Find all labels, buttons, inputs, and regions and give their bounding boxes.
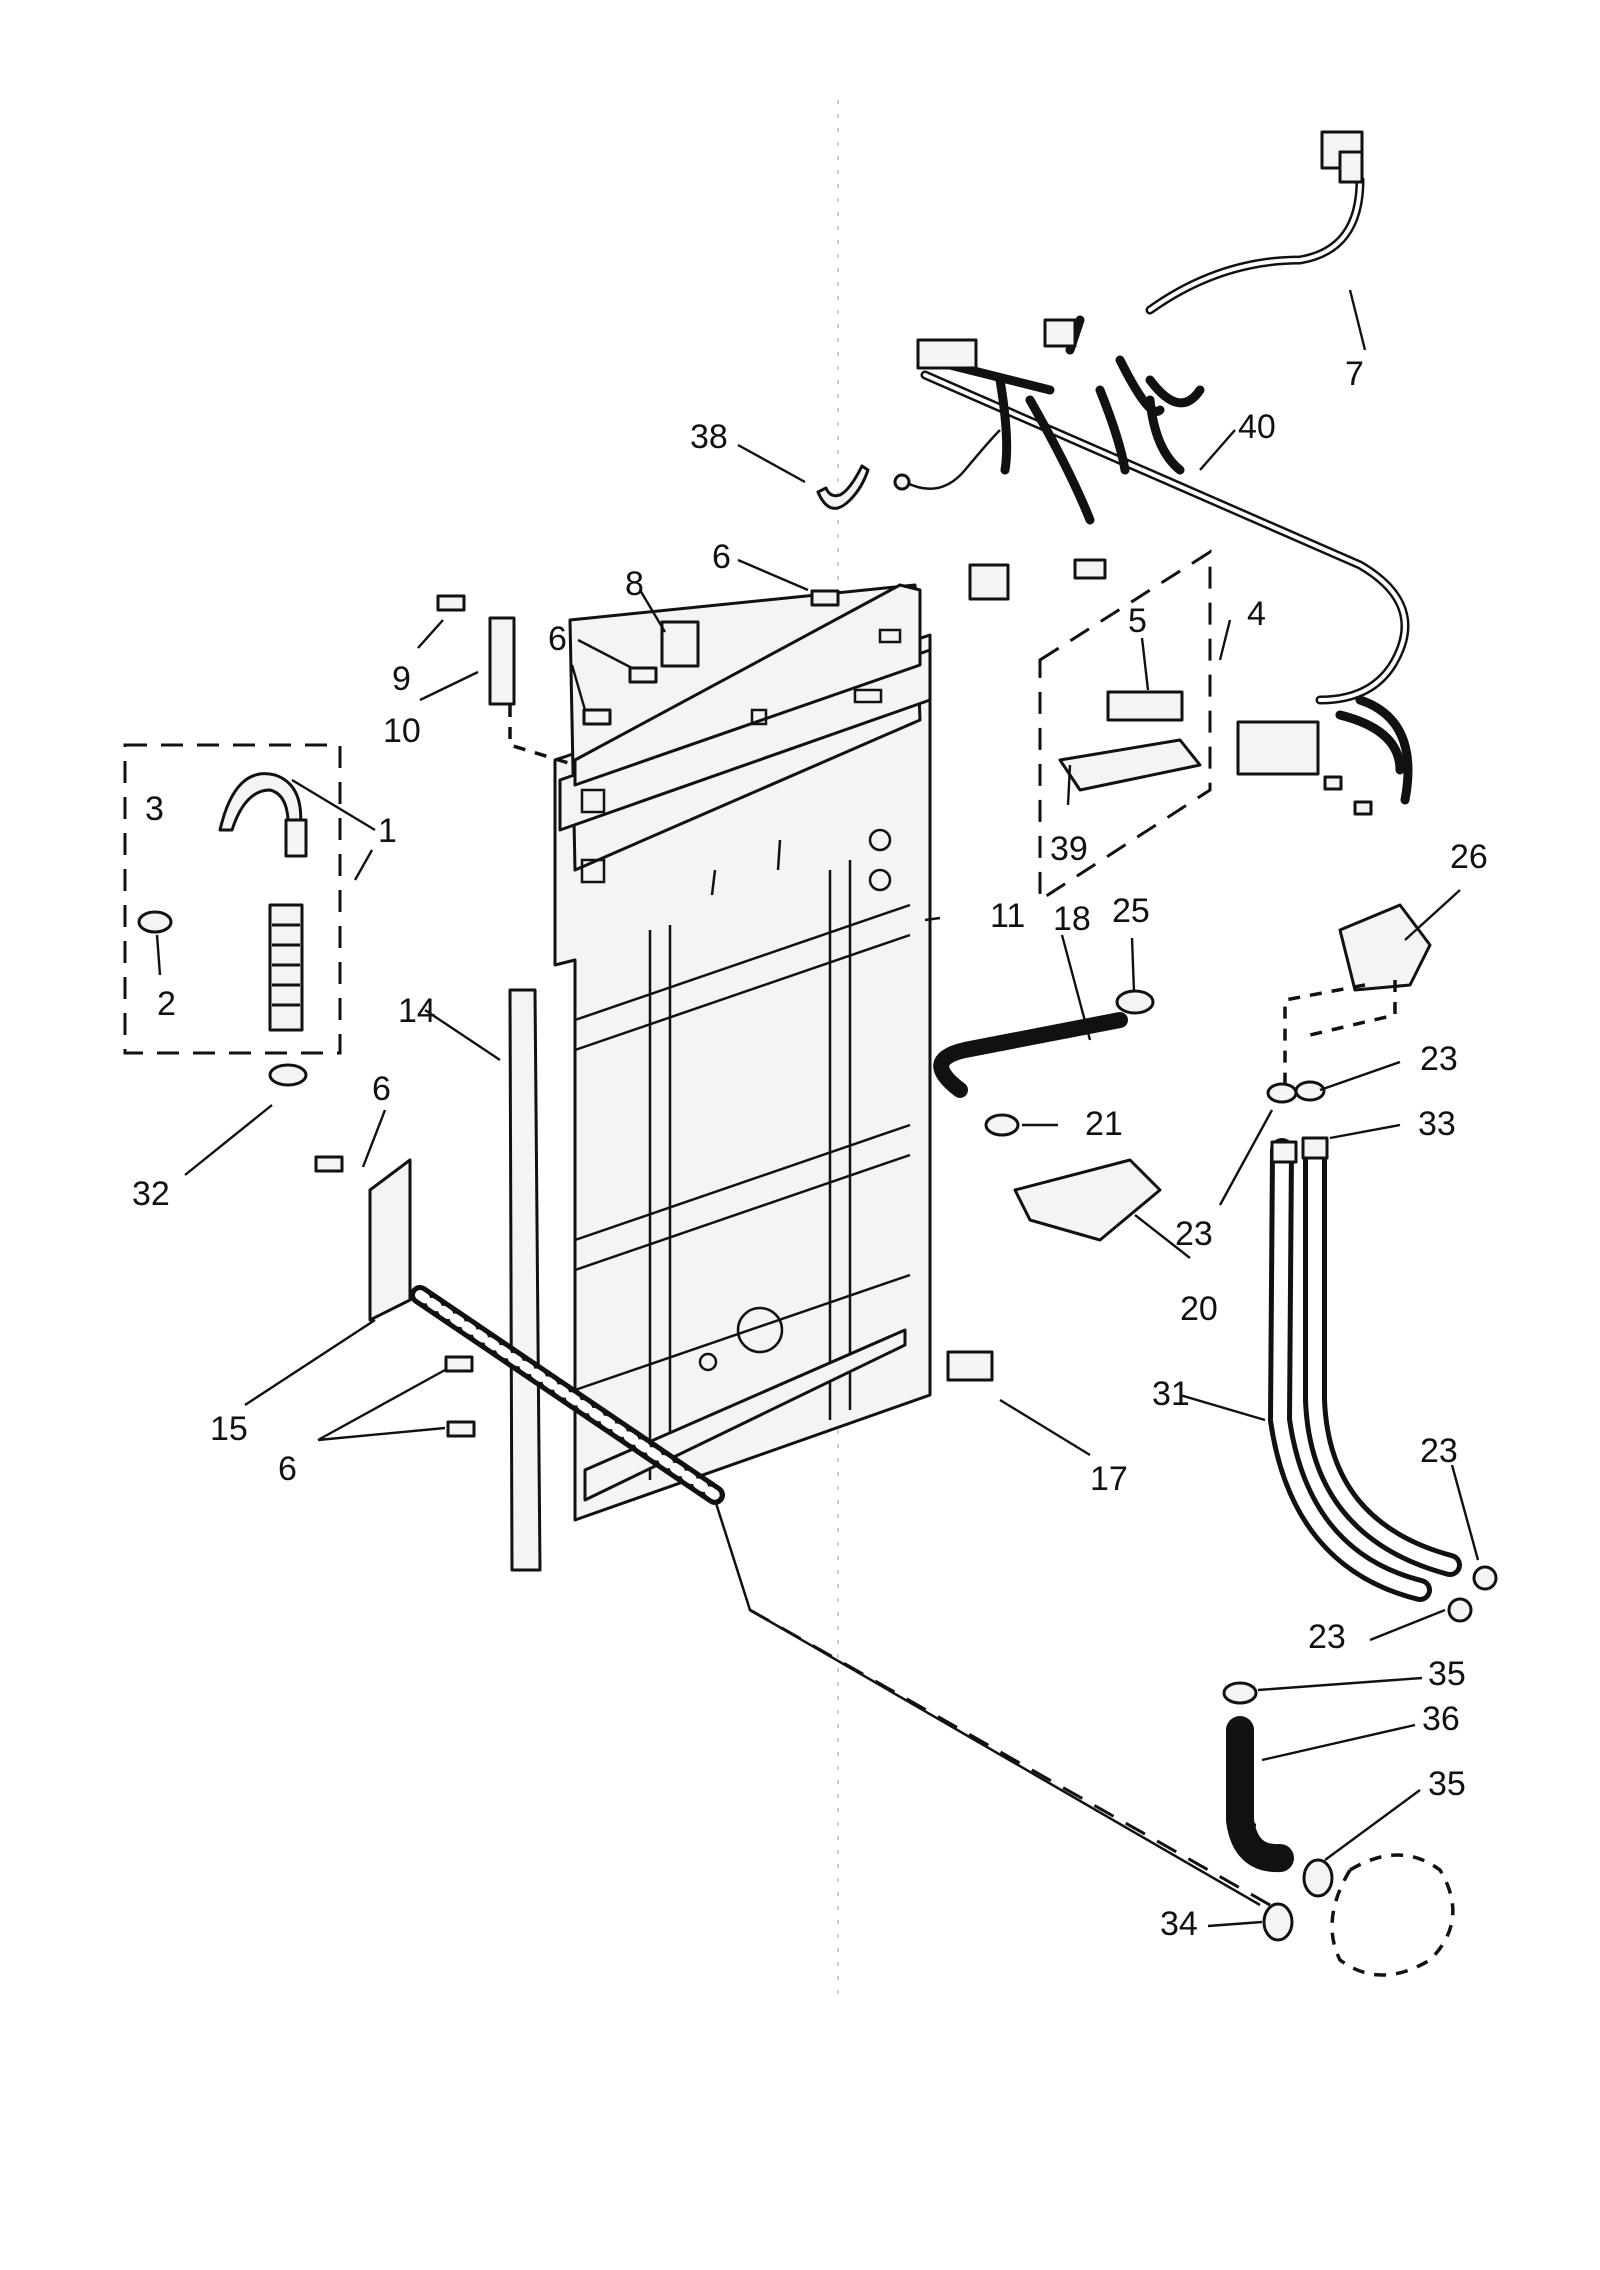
callout-34: 34 xyxy=(1160,1905,1198,1943)
strap-14 xyxy=(508,988,542,1572)
bracket-20 xyxy=(1013,1158,1162,1242)
callout-2: 2 xyxy=(157,985,176,1023)
bracket-8 xyxy=(660,620,700,668)
callout-5: 5 xyxy=(1128,602,1147,640)
callout-15: 15 xyxy=(210,1410,248,1448)
callout-6-bottom: 6 xyxy=(278,1450,297,1488)
screws-6 xyxy=(314,589,840,1438)
callout-36: 36 xyxy=(1422,1700,1460,1738)
callout-18: 18 xyxy=(1053,900,1091,938)
callout-20: 20 xyxy=(1180,1290,1218,1328)
water-valve-26 xyxy=(1338,903,1432,992)
callout-33: 33 xyxy=(1418,1105,1456,1143)
callout-32: 32 xyxy=(132,1175,170,1213)
callout-17: 17 xyxy=(1090,1460,1128,1498)
inlet-hoses-31 xyxy=(1266,1080,1498,1623)
callout-40: 40 xyxy=(1238,408,1276,446)
callout-23-bottom: 23 xyxy=(1308,1618,1346,1656)
callout-23-top: 23 xyxy=(1420,1040,1458,1078)
clamp-21 xyxy=(984,1113,1020,1137)
callout-26: 26 xyxy=(1450,838,1488,876)
dashed-group-4 xyxy=(1038,549,1212,903)
callout-6-top: 6 xyxy=(712,538,731,576)
bracket-15 xyxy=(368,1158,412,1322)
hose-kit-1 xyxy=(137,772,308,1032)
bracket-10 xyxy=(488,616,516,706)
clamp-25 xyxy=(1115,989,1155,1015)
callout-31: 31 xyxy=(1152,1375,1190,1413)
wiring-harness xyxy=(893,130,1413,816)
dashed-group-1 xyxy=(123,743,342,1055)
callout-4: 4 xyxy=(1247,595,1266,633)
clip-38 xyxy=(816,464,870,510)
callout-23-right: 23 xyxy=(1420,1432,1458,1470)
rear-panel xyxy=(553,583,932,1522)
callout-6-left: 6 xyxy=(372,1070,391,1108)
callout-35-top: 35 xyxy=(1428,1655,1466,1693)
leader-lines xyxy=(155,289,1480,1928)
callout-23-left: 23 xyxy=(1175,1215,1213,1253)
bracket-17 xyxy=(946,1350,994,1382)
callout-6-mid: 6 xyxy=(548,620,567,658)
callout-9: 9 xyxy=(392,660,411,698)
callout-25: 25 xyxy=(1112,892,1150,930)
drain-connector xyxy=(1222,1681,1455,1977)
callout-21: 21 xyxy=(1085,1105,1123,1143)
callout-38: 38 xyxy=(690,418,728,456)
callout-35-bottom: 35 xyxy=(1428,1765,1466,1803)
callout-14: 14 xyxy=(398,992,436,1030)
callout-3: 3 xyxy=(145,790,164,828)
callout-11: 11 xyxy=(990,897,1025,935)
callout-10: 10 xyxy=(383,712,421,750)
callout-39: 39 xyxy=(1050,830,1088,868)
hose-18 xyxy=(933,1012,1128,1098)
clamp-32 xyxy=(268,1063,308,1087)
callout-1: 1 xyxy=(378,812,397,850)
callout-8: 8 xyxy=(625,565,644,603)
bracket-39 xyxy=(1058,738,1202,792)
callout-7: 7 xyxy=(1345,355,1364,393)
part-5 xyxy=(1106,690,1184,722)
